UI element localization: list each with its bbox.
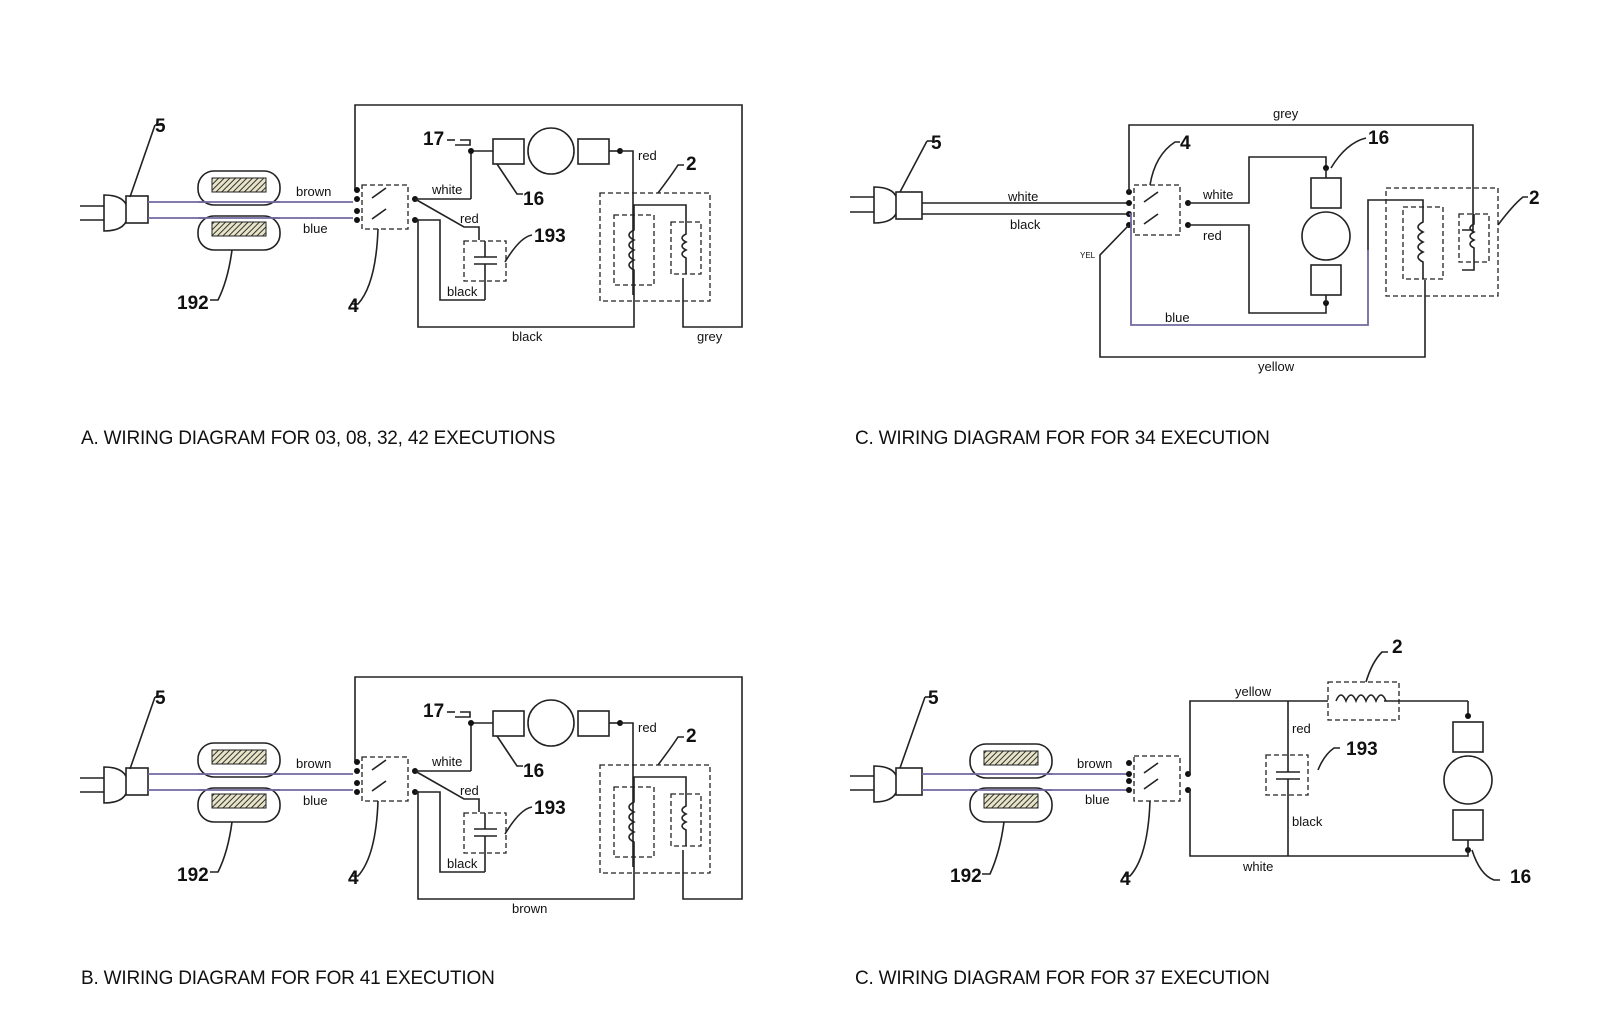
wire-label-red: red: [1292, 721, 1311, 736]
ref-brush: 17: [423, 129, 444, 150]
switch-icon: [1126, 184, 1191, 236]
ref-plug: 5: [155, 116, 166, 137]
ref-switch: 4: [1180, 133, 1191, 154]
plug-icon: [80, 766, 149, 804]
wire-label-white: white: [1242, 859, 1273, 874]
wire-label-red: red: [638, 720, 657, 735]
motor-icon: [1301, 168, 1351, 303]
ref-filter: 192: [950, 866, 982, 887]
ref-motor: 16: [523, 761, 544, 782]
plug-icon: [850, 186, 923, 224]
switch-icon: [354, 756, 418, 802]
filter-icon: [197, 742, 281, 823]
wire-label-blue: blue: [1085, 792, 1110, 807]
ref-motor: 16: [1368, 128, 1389, 149]
diagram-c1: 5 white black 4 grey white red: [850, 106, 1540, 374]
wire-label-brown-return: brown: [512, 901, 547, 916]
wire-label-grey: grey: [1273, 106, 1299, 121]
wire-label-brown: brown: [296, 756, 331, 771]
plug-icon: [850, 765, 923, 803]
wire-label-blue: blue: [1165, 310, 1190, 325]
wire-label-yellow: yellow: [1258, 359, 1295, 374]
wire-label-black-cap: black: [447, 284, 478, 299]
wire-label-white: white: [1007, 189, 1038, 204]
capacitor-icon: [463, 812, 507, 872]
capacitor-icon: [463, 240, 507, 300]
wire-label-red-cap: red: [460, 211, 479, 226]
diagram-a: 5 192 brown blue 4: [80, 104, 743, 344]
ref-plug: 5: [155, 688, 166, 709]
filter-icon: [197, 170, 281, 251]
wire-label-blue: blue: [303, 793, 328, 808]
ref-plug: 5: [928, 688, 939, 709]
ref-capacitor: 193: [1346, 739, 1378, 760]
wire-label-white: white: [431, 182, 462, 197]
switch-icon: [1126, 755, 1191, 802]
ref-capacitor: 193: [534, 798, 566, 819]
wire-label-red: red: [638, 148, 657, 163]
wire-label-brown: brown: [1077, 756, 1112, 771]
wire-label-black-cap: black: [447, 856, 478, 871]
field-coil-icon: [599, 192, 711, 302]
switch-icon: [354, 184, 418, 230]
wire-label-red: red: [1203, 228, 1222, 243]
diagram-b: 5 192 brown blue 4 white: [80, 676, 743, 916]
wire-label-yel: YEL: [1080, 251, 1096, 260]
motor-icon: [1443, 721, 1493, 841]
ref-field: 2: [1392, 637, 1403, 658]
diagram-c2: 5 192 brown blue 4 yellow: [850, 637, 1531, 890]
ref-switch: 4: [1120, 869, 1131, 890]
wire-label-grey: grey: [697, 329, 723, 344]
ref-switch: 4: [348, 868, 359, 889]
wire-label-white: white: [431, 754, 462, 769]
motor-icon: [492, 699, 610, 747]
ref-capacitor: 193: [534, 226, 566, 247]
ref-filter: 192: [177, 293, 209, 314]
caption-a: A. WIRING DIAGRAM FOR 03, 08, 32, 42 EXE…: [81, 428, 556, 449]
caption-c1: C. WIRING DIAGRAM FOR FOR 34 EXECUTION: [855, 428, 1270, 449]
capacitor-icon: [1265, 754, 1309, 856]
ref-plug: 5: [931, 133, 942, 154]
ref-filter: 192: [177, 865, 209, 886]
field-coil-icon: [599, 764, 711, 874]
ref-motor: 16: [1510, 867, 1531, 888]
caption-c2: C. WIRING DIAGRAM FOR FOR 37 EXECUTION: [855, 968, 1270, 989]
ref-switch: 4: [348, 296, 359, 317]
field-coil-icon: [1367, 187, 1499, 297]
filter-icon: [969, 743, 1053, 823]
ref-field: 2: [686, 726, 697, 747]
caption-b: B. WIRING DIAGRAM FOR FOR 41 EXECUTION: [81, 968, 495, 989]
wire-label-blue: blue: [303, 221, 328, 236]
ref-motor: 16: [523, 189, 544, 210]
wire-label-black: black: [512, 329, 543, 344]
motor-icon: [492, 127, 610, 175]
wire-label-black: black: [1010, 217, 1041, 232]
wire-label-yellow: yellow: [1235, 684, 1272, 699]
ref-field: 2: [686, 154, 697, 175]
ref-brush: 17: [423, 701, 444, 722]
wire-label-white-motor: white: [1202, 187, 1233, 202]
wire-label-red-cap: red: [460, 783, 479, 798]
wire-label-brown: brown: [296, 184, 331, 199]
wire-label-black: black: [1292, 814, 1323, 829]
ref-field: 2: [1529, 188, 1540, 209]
plug-icon: [80, 194, 149, 232]
